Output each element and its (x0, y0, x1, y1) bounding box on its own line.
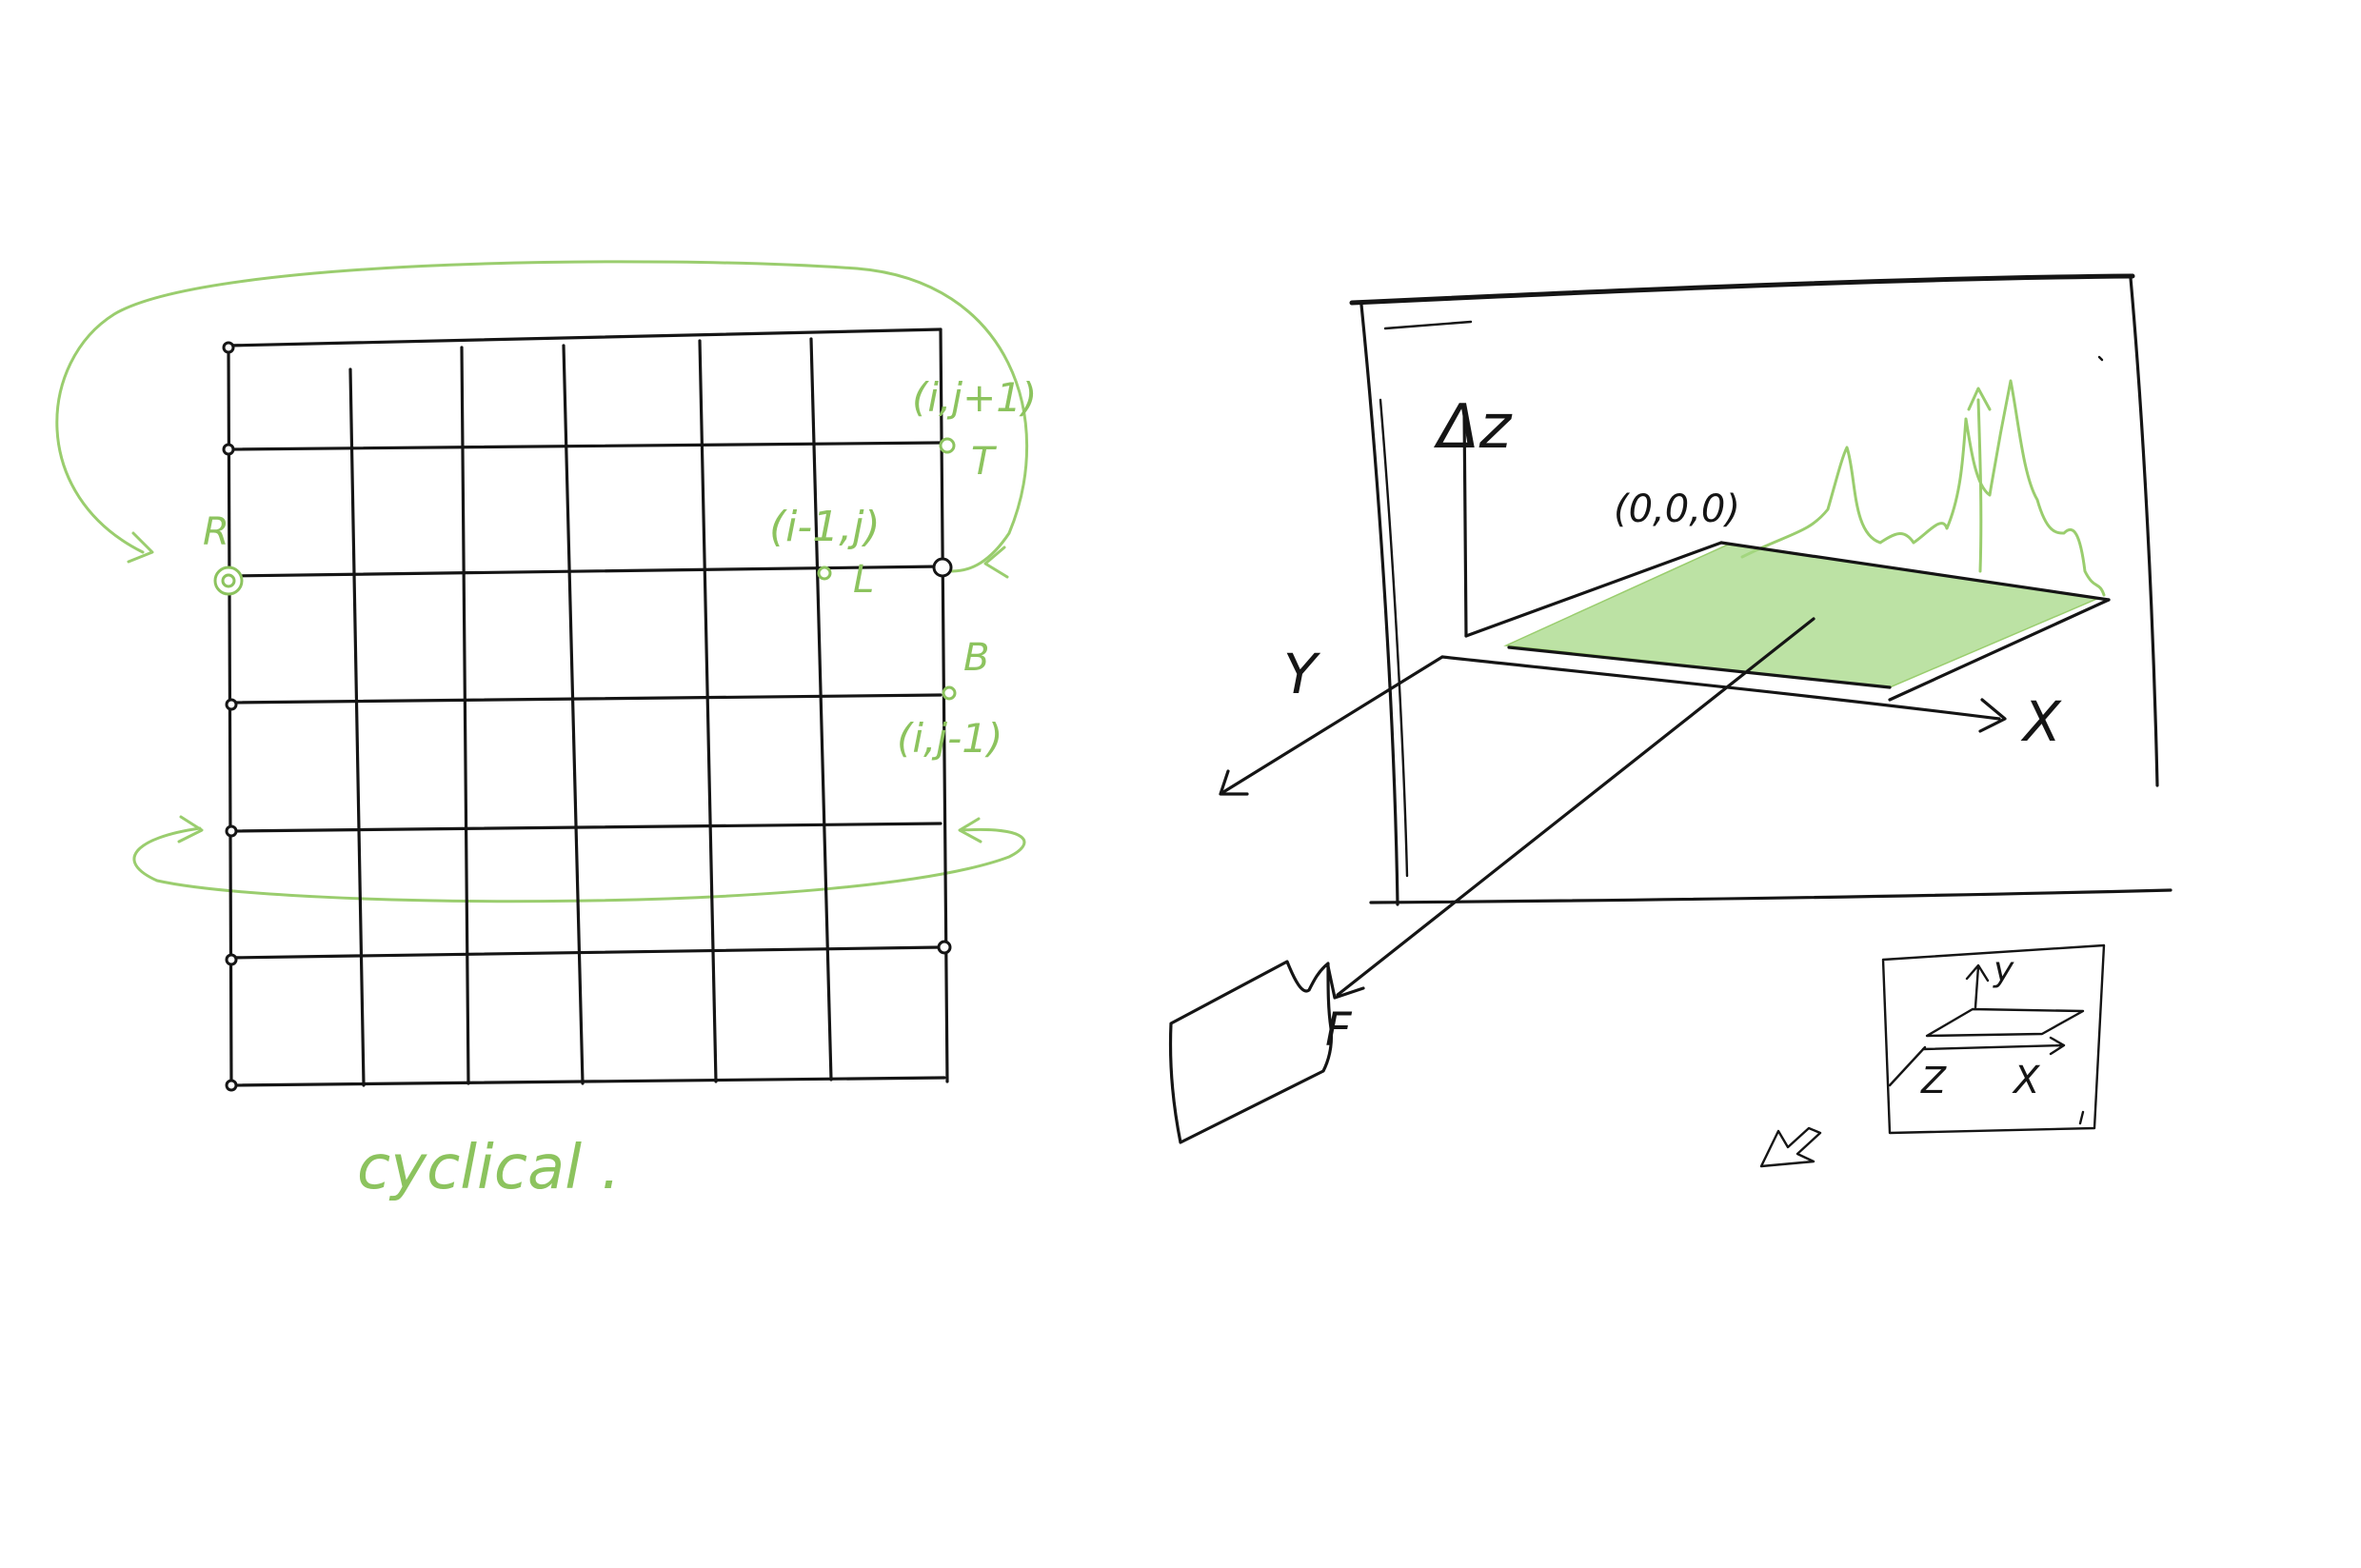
bottom-neighbor-label: (i,j-1) (897, 715, 1002, 762)
scene-diagram: Δz (0,0,0) Y X F (1168, 273, 2173, 1144)
camera-film (1168, 960, 1334, 1144)
camera-ray-head (1326, 964, 1365, 1000)
inset-z-label: Z (1920, 1060, 1947, 1102)
camera-label: F (1325, 1003, 1353, 1057)
ground-plane-edge-back (1719, 541, 2111, 602)
node (225, 1079, 238, 1092)
y-axis-label: Y (1283, 642, 1321, 706)
grid-diagram: (i,j+1) T (i-1,j) L R B (i,j-1) cyclical… (55, 260, 1037, 1203)
node (222, 443, 235, 456)
z-axis-label: Δz (1433, 392, 1513, 463)
wrap-arrow-top-head-right (983, 546, 1009, 579)
height-profile (1740, 379, 2106, 597)
y-axis (1221, 655, 1444, 794)
y-axis-head (1219, 769, 1249, 796)
height-profile-inner (1967, 387, 1992, 573)
top-neighbor-marker: T (971, 440, 998, 484)
node (937, 940, 952, 955)
inset-x-label: X (2012, 1059, 2041, 1102)
left-neighbor-label: (i-1,j) (769, 503, 881, 551)
inset-z-axis (1888, 1045, 1927, 1087)
axes-inset: y Z X (1881, 943, 2106, 1135)
node (225, 953, 238, 966)
inset-y-axis (1965, 963, 1990, 1009)
z-axis (1462, 406, 1468, 638)
origin-label: (0,0,0) (1614, 487, 1740, 531)
x-axis (1440, 655, 2001, 721)
scene-frame-left (1359, 303, 1399, 906)
wrap-arrow-bottom (132, 826, 1026, 903)
ground-plane-edge-front (1507, 645, 1892, 689)
node (225, 824, 238, 838)
inset-x-axis (1921, 1036, 2066, 1056)
node-left (817, 566, 832, 581)
z-axis-base (1464, 541, 1723, 638)
wrap-arrow-bottom-head-right (958, 817, 982, 844)
grid-caption: cyclical . (357, 1133, 621, 1203)
inset-y-label: y (1993, 950, 2014, 989)
inset-plane (1925, 1007, 2085, 1038)
wrap-arrow-bottom-head-left (177, 815, 204, 844)
node (222, 341, 235, 354)
top-neighbor-label: (i,j+1) (912, 374, 1037, 421)
inset-frame (1881, 943, 2106, 1135)
node-top (939, 437, 956, 454)
grid-lines (227, 327, 949, 1087)
inset-tick (2078, 1110, 2085, 1125)
wrap-arrow-top (55, 260, 1028, 573)
wrap-arrow-top-head-left (127, 531, 154, 564)
camera-ray (1336, 617, 1815, 997)
ground-plane (1503, 544, 2102, 688)
right-neighbor-marker: R (203, 510, 229, 554)
node (932, 557, 953, 578)
x-axis-label: X (2020, 689, 2062, 754)
node (225, 698, 238, 711)
left-neighbor-marker: L (853, 558, 874, 602)
scene-frame-inner-top (1383, 320, 1473, 330)
scene-frame-right (2129, 276, 2159, 787)
pointer-arrow-icon (1759, 1126, 1822, 1168)
neighbor-nodes (213, 437, 957, 701)
scene-frame-bottom (1369, 888, 2173, 904)
scene-frame-left-2 (1379, 398, 1409, 878)
node-bottom (942, 685, 957, 701)
x-axis-head (1978, 698, 2007, 733)
bottom-neighbor-marker: B (963, 636, 989, 680)
node-right-wrap-inner (221, 573, 236, 588)
boundary-nodes (222, 341, 953, 1092)
scene-frame-top (1349, 273, 2135, 306)
ground-plane-edge-right (1888, 598, 2111, 702)
scene-frame-mark (2097, 355, 2104, 362)
